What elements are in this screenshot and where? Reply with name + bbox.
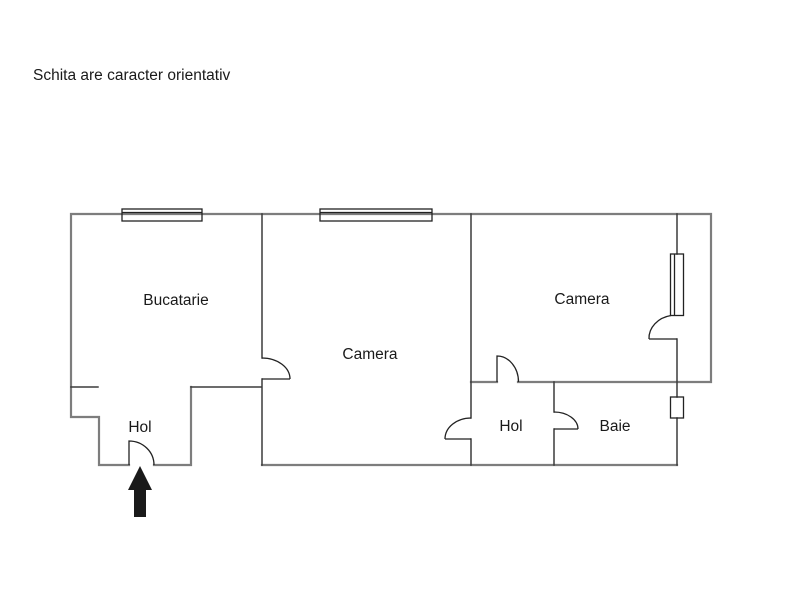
- room-label-camera-dreapta: Camera: [554, 291, 610, 308]
- door-entrance: [128, 440, 155, 466]
- window-baie: [669, 396, 685, 419]
- entrance-arrow-icon: [128, 466, 152, 517]
- door-camera-hol: [444, 417, 472, 440]
- window-camera-dreapta: [669, 253, 685, 317]
- walls-interior: [70, 213, 678, 466]
- door-bucatarie-camera: [261, 357, 291, 380]
- walls-outer: [69, 212, 713, 467]
- disclaimer-text: Schita are caracter orientativ: [33, 67, 231, 84]
- door-hol-baie: [553, 411, 579, 430]
- room-label-bucatarie: Bucatarie: [143, 292, 208, 309]
- window-camera-mijloc: [319, 208, 433, 222]
- room-label-hol-dreapta: Hol: [499, 418, 522, 435]
- window-camera-mijloc-frame: [319, 208, 433, 222]
- door-hol-camera-dreapta: [496, 355, 520, 383]
- window-camera-dreapta-frame: [669, 253, 685, 317]
- room-label-camera-mijloc: Camera: [342, 346, 398, 363]
- door-camera-dreapta-balcon: [648, 314, 677, 340]
- window-bucatarie-frame: [121, 208, 203, 222]
- room-label-hol-intrare: Hol: [128, 419, 151, 436]
- window-baie-frame: [669, 396, 685, 419]
- room-label-baie: Baie: [599, 418, 630, 435]
- window-bucatarie: [121, 208, 203, 222]
